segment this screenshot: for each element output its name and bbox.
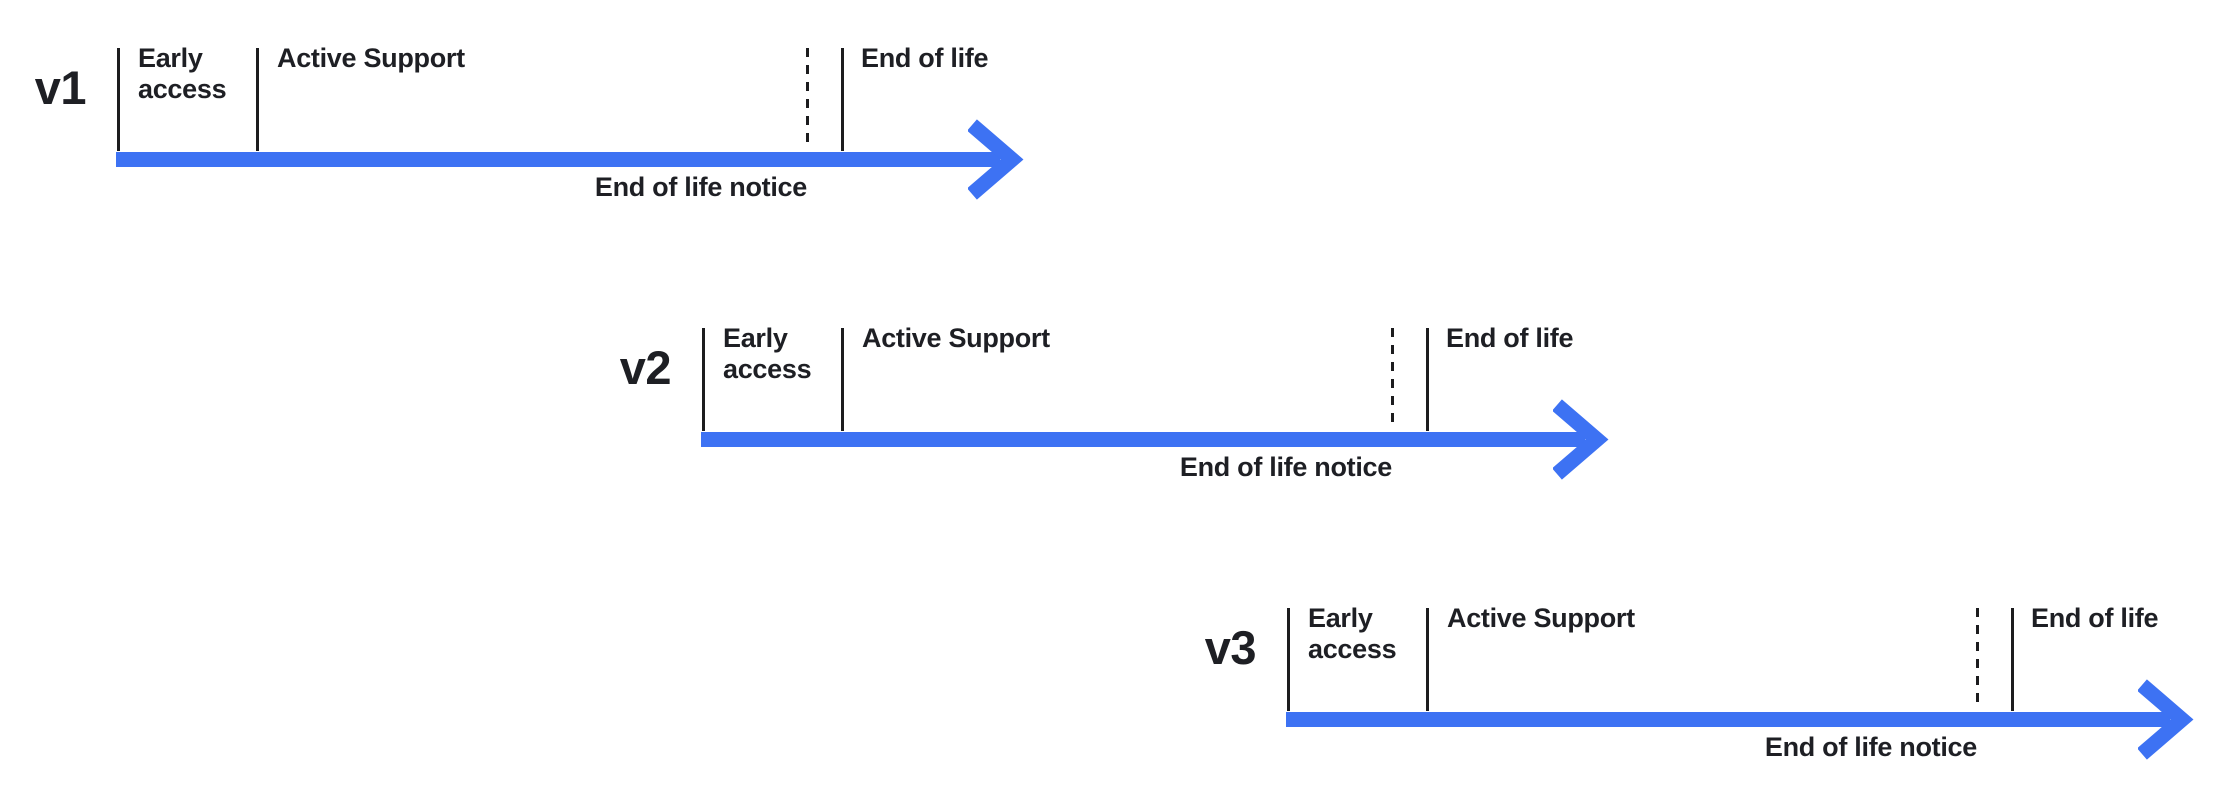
active-support-start-tick bbox=[1426, 608, 1429, 711]
active-support-start-tick bbox=[841, 328, 844, 431]
early-access-label: Early access bbox=[138, 43, 227, 104]
end-of-life-label: End of life bbox=[861, 43, 989, 73]
end-of-life-tick bbox=[1426, 328, 1429, 431]
end-of-life-tick bbox=[841, 48, 844, 151]
eol-notice-label: End of life notice bbox=[1764, 732, 1977, 762]
version-label: v2 bbox=[619, 341, 672, 394]
eol-notice-label: End of life notice bbox=[594, 172, 807, 202]
active-support-start-tick bbox=[256, 48, 259, 151]
early-access-start-tick bbox=[117, 48, 120, 151]
eol-notice-label: End of life notice bbox=[1179, 452, 1392, 482]
arrow-head-icon bbox=[1553, 399, 1609, 480]
timeline-arrow-shaft bbox=[116, 152, 1000, 167]
arrow-head-icon bbox=[968, 119, 1024, 200]
early-access-label: Early access bbox=[723, 323, 812, 384]
end-of-life-label: End of life bbox=[2031, 603, 2159, 633]
early-access-start-tick bbox=[702, 328, 705, 431]
version-label: v1 bbox=[34, 61, 87, 114]
active-support-label: Active Support bbox=[1447, 603, 1635, 633]
active-support-label: Active Support bbox=[862, 323, 1050, 353]
early-access-start-tick bbox=[1287, 608, 1290, 711]
arrow-head-icon bbox=[2138, 679, 2194, 760]
timeline-arrow-shaft bbox=[701, 432, 1585, 447]
eol-notice-dashed-line bbox=[1976, 608, 1979, 708]
version-label: v3 bbox=[1204, 621, 1257, 674]
timeline-arrow-shaft bbox=[1286, 712, 2170, 727]
end-of-life-label: End of life bbox=[1446, 323, 1574, 353]
end-of-life-tick bbox=[2011, 608, 2014, 711]
eol-notice-dashed-line bbox=[1391, 328, 1394, 428]
early-access-label: Early access bbox=[1308, 603, 1397, 664]
eol-notice-dashed-line bbox=[806, 48, 809, 148]
active-support-label: Active Support bbox=[277, 43, 465, 73]
